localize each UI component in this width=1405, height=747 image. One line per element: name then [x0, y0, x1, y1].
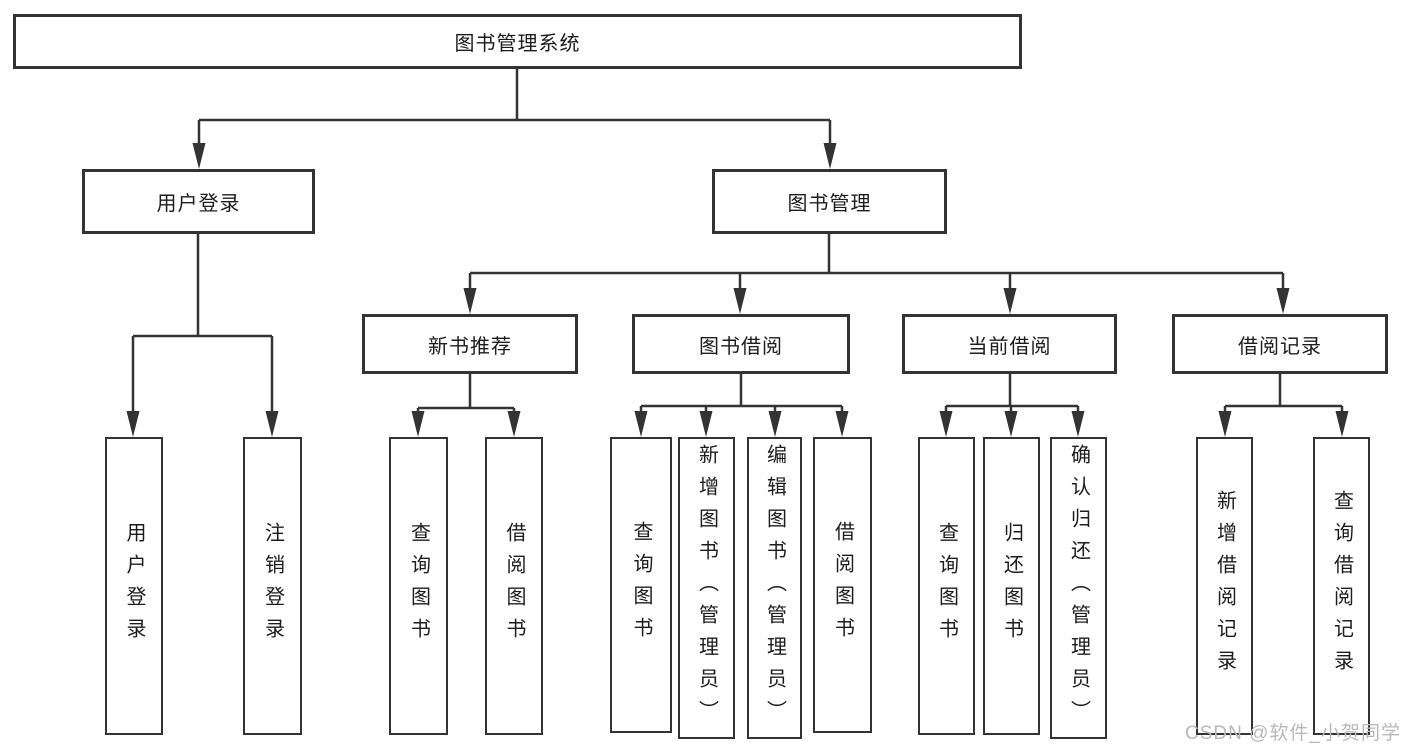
node-label: 新书推荐	[428, 335, 512, 358]
leaf-confirm-return-admin: 确认归还（管理员）	[1050, 437, 1107, 739]
leaf-query-books-1: 查询图书	[389, 437, 448, 735]
node-label: 查询图书	[935, 522, 958, 650]
leaf-query-borrow-record: 查询借阅记录	[1313, 437, 1370, 735]
node-label: 用户登录	[123, 522, 145, 650]
leaf-edit-book-admin: 编辑图书（管理员）	[747, 437, 802, 739]
node-book-borrow: 图书借阅	[632, 314, 850, 374]
node-label: 新增图书（管理员）	[695, 444, 718, 732]
node-label: 确认归还（管理员）	[1067, 444, 1090, 732]
node-current-borrow: 当前借阅	[902, 314, 1117, 374]
leaf-return-book: 归还图书	[983, 437, 1040, 735]
connector-lines	[131, 68, 1344, 412]
node-label: 借阅记录	[1238, 335, 1322, 358]
leaf-query-books-3: 查询图书	[918, 437, 975, 735]
leaf-add-borrow-record: 新增借阅记录	[1196, 437, 1253, 735]
leaf-user-login: 用户登录	[105, 437, 163, 735]
node-label: 借阅图书	[831, 521, 854, 649]
node-user-login: 用户登录	[82, 169, 315, 234]
node-label: 注销登录	[261, 522, 284, 650]
node-label: 新增借阅记录	[1213, 490, 1236, 682]
node-label: 查询图书	[630, 521, 652, 649]
node-label: 用户登录	[156, 193, 241, 215]
node-book-management: 图书管理	[712, 169, 947, 234]
node-label: 图书管理系统	[454, 33, 581, 55]
node-label: 编辑图书（管理员）	[763, 444, 786, 732]
leaf-borrow-books-2: 借阅图书	[813, 437, 872, 733]
node-borrow-records: 借阅记录	[1172, 314, 1388, 374]
node-new-book-recommend: 新书推荐	[362, 314, 578, 374]
node-label: 图书借阅	[699, 335, 783, 358]
leaf-add-book-admin: 新增图书（管理员）	[678, 437, 735, 739]
watermark-text: CSDN @软件_小贺同学	[1185, 723, 1401, 744]
node-label: 当前借阅	[967, 335, 1052, 358]
node-label: 查询借阅记录	[1330, 490, 1353, 682]
node-label: 图书管理	[787, 193, 872, 215]
leaf-logout: 注销登录	[243, 437, 302, 735]
node-root-system: 图书管理系统	[13, 14, 1022, 69]
node-label: 查询图书	[407, 522, 430, 650]
leaf-query-books-2: 查询图书	[610, 437, 672, 733]
leaf-borrow-books-1: 借阅图书	[485, 437, 543, 735]
node-label: 归还图书	[1000, 522, 1023, 650]
node-label: 借阅图书	[503, 522, 525, 650]
